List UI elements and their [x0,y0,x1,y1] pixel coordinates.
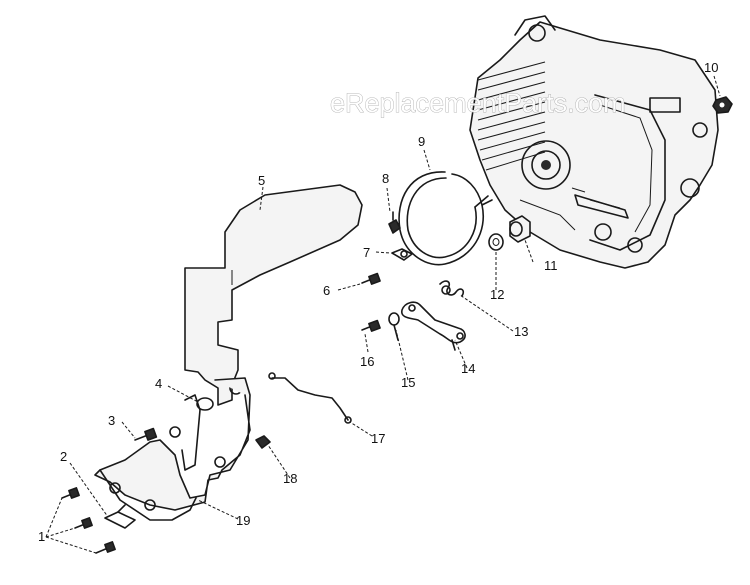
part-10-nut [712,96,733,114]
part-12-washer [488,233,504,251]
part-1-screws [61,487,116,554]
callout-12: 12 [490,287,504,302]
watermark-text: eReplacementParts.com [330,88,626,118]
part-11-collar [509,215,531,243]
callout-5: 5 [258,173,265,188]
leader-lines [45,75,721,554]
callout-4: 4 [155,376,162,391]
part-2-clip [104,504,136,529]
callout-2: 2 [60,449,67,464]
part-8-clip [388,211,401,234]
part-18-nut [255,435,271,449]
part-16-screw [361,319,381,332]
part-13-spring [439,280,465,297]
callouts: 1 2 3 4 5 6 7 8 9 10 11 12 13 14 15 16 1… [38,60,718,544]
engine-housing [469,15,719,269]
part-17-rod [268,372,352,424]
part-19-bracket [94,377,251,521]
part-4-washer [196,397,214,411]
part-5-gasket-plate [184,184,363,406]
part-9-spring-ring [398,171,493,266]
callout-8: 8 [382,171,389,186]
part-15-pin [388,312,400,341]
callout-15: 15 [401,375,415,390]
callout-14: 14 [461,361,475,376]
callout-19: 19 [236,513,250,528]
callout-9: 9 [418,134,425,149]
callout-10: 10 [704,60,718,75]
callout-1: 1 [38,529,45,544]
callout-6: 6 [323,283,330,298]
part-14-lever [400,301,466,351]
callout-3: 3 [108,413,115,428]
callout-17: 17 [371,431,385,446]
callout-7: 7 [363,245,370,260]
callout-13: 13 [514,324,528,339]
part-6-screw [361,272,381,285]
part-3-screw [134,427,158,441]
callout-16: 16 [360,354,374,369]
part-7-clip [391,248,413,261]
callout-18: 18 [283,471,297,486]
callout-11: 11 [544,258,558,273]
